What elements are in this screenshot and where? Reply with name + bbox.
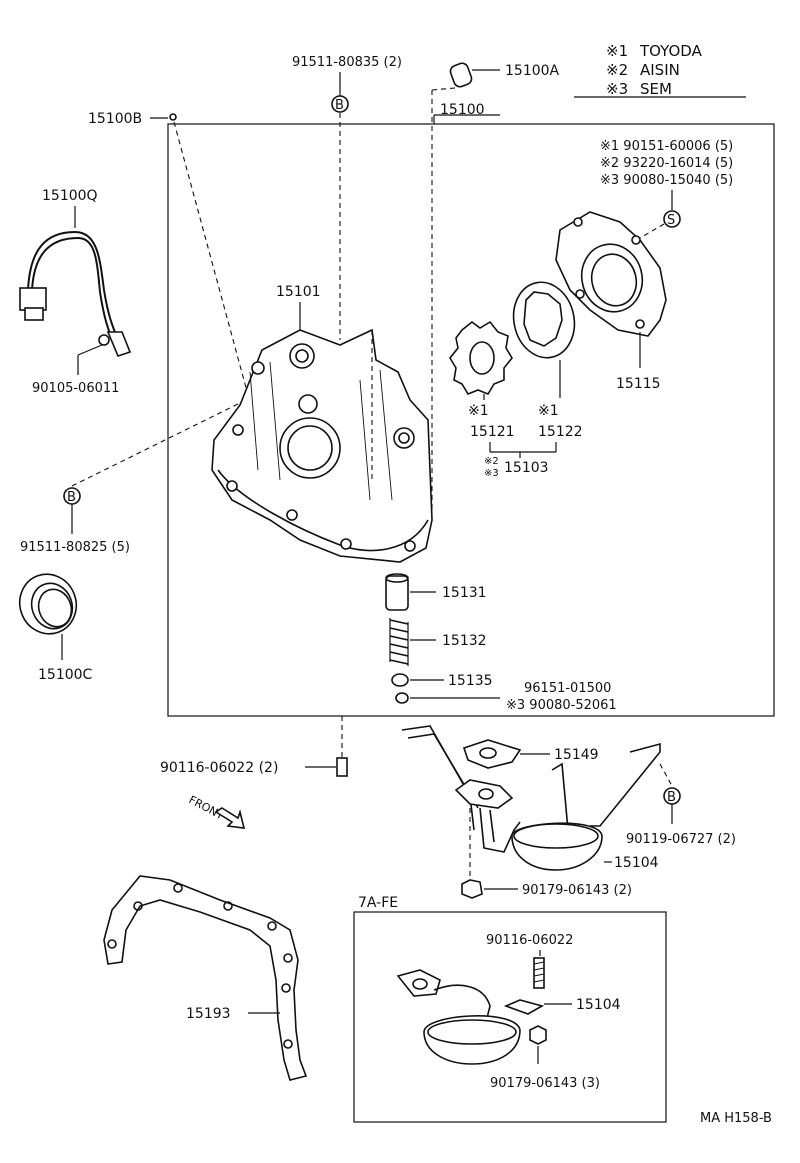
label-91511-80825: 91511-80825 (5) [20, 540, 130, 555]
part-15132-spring: 15132 [389, 618, 487, 666]
label-90080-52061: ※3 90080-52061 [506, 698, 617, 713]
part-15100B: 15100B [88, 111, 249, 396]
label-91511-80835: 91511-80835 (2) [292, 55, 402, 70]
connector-icon [19, 287, 47, 311]
bolt-b-callout-icon [331, 95, 349, 113]
part-15121-inner-rotor: ※1 15121 [449, 320, 515, 440]
callout-b-2: B [67, 490, 76, 505]
label-15100C: 15100C [38, 667, 93, 683]
gasket-15149 [462, 739, 522, 769]
label-15103: 15103 [504, 460, 549, 476]
spring-icon [389, 619, 409, 665]
screw-callouts: ※1 90151-60006 (5) ※2 93220-16014 (5) ※3… [600, 139, 733, 239]
legend-mark-2: ※2 [606, 61, 628, 79]
label-screw-1: ※1 90151-60006 (5) [600, 139, 733, 154]
label-screw-2: ※2 93220-16014 (5) [600, 156, 733, 171]
label-screw-3: ※3 90080-15040 (5) [600, 173, 733, 188]
part-15100A: 15100A [431, 62, 560, 510]
mark-15122: ※1 [538, 403, 559, 419]
label-15193: 15193 [186, 1006, 231, 1022]
strainer-pan [511, 822, 603, 871]
label-96151: 96151-01500 [524, 681, 611, 696]
part-90116-stud: 90116-06022 (2) [160, 716, 348, 777]
label-front: FRONT [187, 793, 227, 822]
label-90105-06011: 90105-06011 [32, 381, 119, 396]
part-96151-plug: 96151-01500 ※3 90080-52061 [395, 681, 617, 713]
sensor-head-icon [106, 331, 132, 357]
label-15115: 15115 [616, 376, 661, 392]
label-90116-06022-main: 90116-06022 (2) [160, 760, 278, 776]
inset-strainer-pan [423, 1015, 521, 1065]
label-15122: 15122 [538, 424, 583, 440]
reference-code: MA H158-B [700, 1111, 772, 1126]
label-15104-main: 15104 [614, 855, 659, 871]
callout-91511-80825: B 91511-80825 (5) [20, 397, 251, 555]
legend-mark-1: ※1 [606, 42, 628, 60]
label-15149: 15149 [554, 747, 599, 763]
callout-91511-80835: 91511-80835 (2) B [292, 55, 402, 340]
part-15193-gasket: 15193 [103, 875, 308, 1081]
nut-icon [461, 879, 483, 899]
label-15101: 15101 [276, 284, 321, 300]
oil-seal-outer [18, 573, 78, 635]
label-15121: 15121 [470, 424, 515, 440]
part-15104-strainer: 15104 15149 [401, 725, 661, 871]
callout-b-1: B [335, 98, 344, 113]
inset-7a-fe: 7A-FE 90116-06022 15104 90179-06143 (3) [353, 895, 667, 1123]
part-15131-valve: 15131 [385, 573, 487, 611]
part-15122-outer-rotor: ※1 15122 [512, 281, 583, 440]
inset-frame [353, 911, 667, 1123]
front-arrow-icon [214, 807, 246, 829]
part-15100C: 15100C [18, 573, 93, 683]
part-15135-retainer: 15135 [391, 673, 493, 689]
pump-bore [279, 417, 341, 479]
screw-s-callout-icon [663, 210, 681, 228]
callout-90105-06011: 90105-06011 [32, 344, 119, 396]
inner-rotor-gear [449, 320, 513, 395]
stud-icon [336, 757, 348, 777]
label-15131: 15131 [442, 585, 487, 601]
mark-15103-a: ※2 [484, 456, 499, 467]
legend-text-3: SEM [640, 80, 672, 98]
callout-b-3: B [667, 790, 676, 805]
inset-label-90116: 90116-06022 [486, 933, 573, 948]
label-90179-main: 90179-06143 (2) [522, 883, 632, 898]
label-90119-06727: 90119-06727 (2) [626, 832, 736, 847]
oil-pump-assembly-frame [167, 123, 775, 717]
callout-90119-06727: B 90119-06727 (2) [626, 763, 736, 847]
inset-title: 7A-FE [358, 895, 398, 911]
label-15100B: 15100B [88, 111, 142, 127]
part-15100Q: 15100Q [19, 188, 132, 357]
label-15100Q: 15100Q [42, 188, 98, 204]
label-15100: 15100 [440, 102, 485, 118]
legend-mark-3: ※3 [606, 80, 628, 98]
label-15135: 15135 [448, 673, 493, 689]
sensor-cable [27, 230, 119, 341]
callout-s: S [667, 213, 675, 228]
label-15132: 15132 [442, 633, 487, 649]
mark-15121: ※1 [468, 403, 489, 419]
part-90179-nut: 90179-06143 (2) [461, 808, 632, 899]
callout-15103: ※2 ※3 15103 [484, 442, 557, 479]
gasket-outline [103, 875, 308, 1081]
legend-text-2: AISIN [640, 61, 680, 79]
legend-text-1: TOYODA [639, 42, 703, 60]
maker-legend: ※1 TOYODA ※2 AISIN ※3 SEM [574, 42, 746, 98]
inset-nut-icon [529, 1025, 547, 1045]
label-15100A: 15100A [505, 63, 560, 79]
inset-stud-icon [533, 957, 545, 989]
part-15115-cover: 15115 [555, 211, 667, 392]
mark-15103-b: ※3 [484, 468, 499, 479]
part-15101-pump-body: 15101 [211, 284, 433, 563]
inset-label-15104: 15104 [576, 997, 621, 1013]
front-arrow: FRONT [187, 793, 246, 829]
inset-label-90179: 90179-06143 (3) [490, 1076, 600, 1091]
